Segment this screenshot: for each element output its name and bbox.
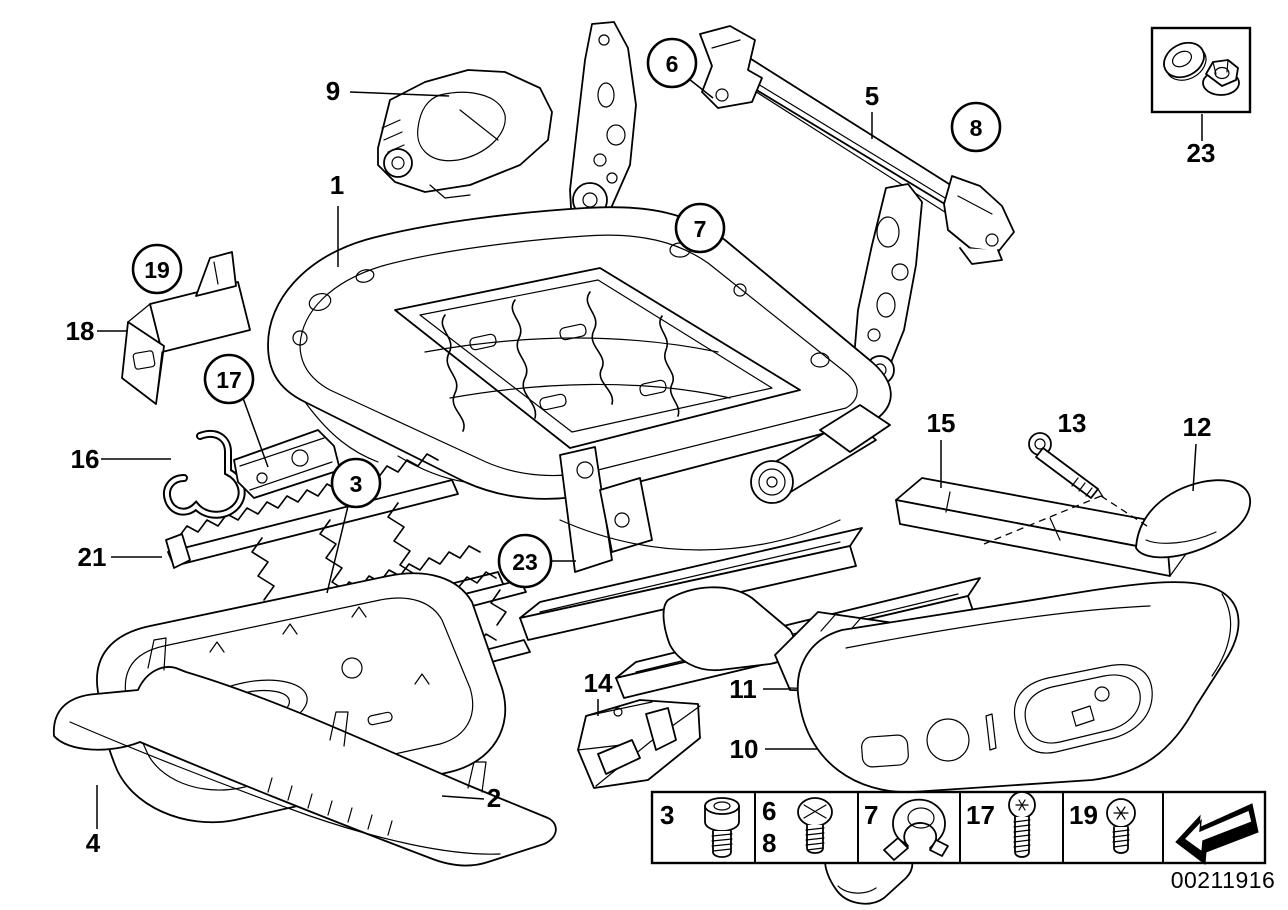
callout-23-mid: 23 — [512, 549, 538, 575]
callout-9: 9 — [326, 76, 340, 106]
callout-6: 6 — [666, 51, 679, 77]
callout-circle-23: 23 — [497, 533, 553, 589]
part-side-trim-panel — [796, 581, 1240, 793]
circled-callouts: 6 8 7 19 17 3 23 — [131, 37, 1002, 589]
hardware-box — [1150, 26, 1252, 114]
torx-screw-long-icon — [1008, 791, 1036, 858]
part-cover-12 — [1135, 479, 1251, 559]
callout-21: 21 — [78, 542, 107, 572]
callout-17: 17 — [216, 367, 242, 393]
callout-circle-8: 8 — [950, 101, 1002, 153]
legend-cell-6-8: 6 8 — [762, 796, 833, 858]
corner-arrow-icon — [1175, 803, 1259, 865]
legend-cell-17: 17 — [966, 791, 1036, 858]
doc-number: 00211916 — [1171, 867, 1276, 893]
legend-label-7: 7 — [864, 800, 878, 830]
callout-1: 1 — [330, 170, 344, 200]
washer-icon — [1163, 41, 1207, 81]
part-bracket-18 — [121, 251, 251, 405]
callout-10: 10 — [730, 734, 759, 764]
legend-label-3: 3 — [660, 800, 674, 830]
part-clip-16 — [163, 430, 246, 519]
legend-label-19: 19 — [1069, 800, 1098, 830]
callout-5: 5 — [865, 81, 879, 111]
legend-label-8: 8 — [762, 828, 776, 858]
callout-7: 7 — [694, 216, 707, 242]
torx-screw-short-icon — [1106, 798, 1136, 854]
part-seat-switch — [577, 699, 701, 789]
callout-15: 15 — [927, 408, 956, 438]
legend-label-6: 6 — [762, 796, 776, 826]
callout-2: 2 — [487, 783, 501, 813]
leader-lines — [96, 78, 1203, 829]
legend-cell-7: 7 — [864, 798, 949, 861]
callout-labels: 9 1 5 18 16 21 14 11 10 2 4 15 13 12 23 — [66, 76, 1216, 858]
part-front-trim — [53, 637, 557, 867]
callout-19: 19 — [144, 257, 170, 283]
callout-circle-19: 19 — [131, 243, 183, 295]
callout-23-box: 23 — [1187, 138, 1216, 168]
flange-nut-icon — [1202, 59, 1240, 96]
fastener-legend: 3 6 8 7 — [650, 790, 1267, 865]
callout-circle-17: 17 — [203, 353, 255, 405]
callout-11: 11 — [729, 674, 757, 704]
legend-cell-19: 19 — [1069, 798, 1136, 854]
legend-label-17: 17 — [966, 800, 995, 830]
callout-18: 18 — [66, 316, 95, 346]
part-crossbar — [699, 25, 1015, 265]
callout-13: 13 — [1058, 408, 1087, 438]
callout-12: 12 — [1183, 412, 1212, 442]
part-bolt-13 — [983, 432, 1151, 545]
callout-4: 4 — [86, 828, 101, 858]
part-rail-cover-15 — [895, 477, 1197, 577]
legend-cell-3: 3 — [660, 797, 740, 858]
callout-16: 16 — [71, 444, 100, 474]
spring-band-clamp-icon — [883, 798, 949, 861]
part-cushion-frame-springs — [394, 267, 801, 449]
callout-14: 14 — [584, 668, 613, 698]
part-rail-channel-17 — [233, 429, 341, 499]
pan-head-screw-icon — [797, 797, 833, 854]
callout-8: 8 — [970, 115, 983, 141]
callout-3: 3 — [350, 471, 363, 497]
callout-circle-7: 7 — [674, 202, 726, 254]
part-backrest-adjuster — [377, 69, 553, 199]
callout-circle-6: 6 — [646, 37, 698, 89]
part-backrest-side-plate-left — [569, 21, 637, 233]
callout-circle-3: 3 — [330, 457, 382, 509]
socket-head-cap-screw-icon — [704, 797, 740, 858]
